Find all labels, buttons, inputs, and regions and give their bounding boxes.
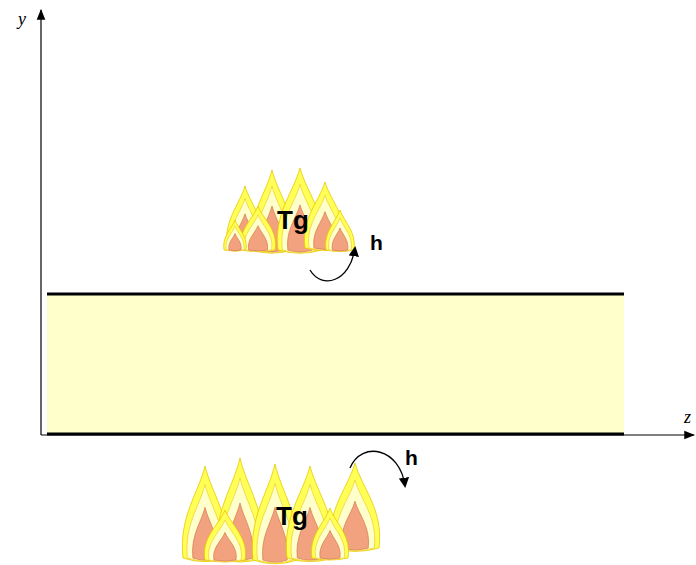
flame: [328, 218, 351, 251]
flame: [311, 508, 348, 560]
flame: [226, 226, 244, 251]
flame: [326, 210, 355, 252]
heat-transfer-coefficient: h: [370, 232, 383, 253]
gas-temperature: Tg: [276, 503, 308, 529]
axis-label: y: [18, 10, 26, 28]
flame-group: [182, 458, 379, 564]
gas-temperature: Tg: [277, 207, 309, 233]
flame: [204, 510, 245, 562]
flame: [229, 234, 241, 251]
slab-top-surface: [47, 293, 624, 296]
flame: [315, 518, 345, 560]
flame: [244, 215, 272, 252]
heat-transfer-coefficient: h: [405, 447, 418, 468]
flame: [320, 531, 340, 560]
flame: [248, 226, 267, 251]
convection-arrow: [350, 451, 405, 486]
flame: [224, 220, 247, 251]
flame: [209, 520, 242, 562]
flame: [214, 533, 237, 562]
z-axis: [41, 434, 694, 435]
convection-arrow: [310, 248, 355, 281]
axis-label: z: [684, 408, 691, 426]
y-axis: [40, 10, 41, 435]
flame-group: [224, 168, 355, 253]
flame: [332, 228, 348, 251]
slab: [47, 294, 624, 434]
